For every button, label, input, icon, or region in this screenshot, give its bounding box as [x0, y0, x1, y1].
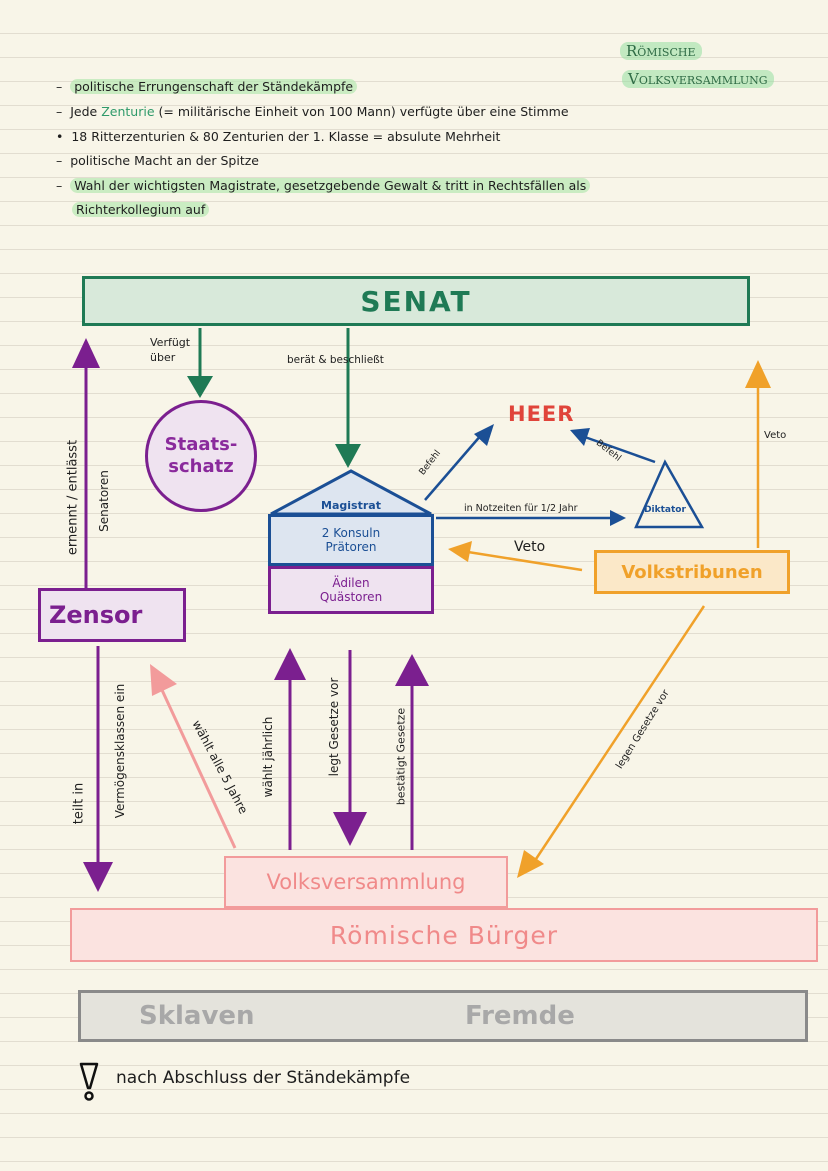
quaestoren-label: Quästoren [319, 590, 383, 604]
arrowhead-diktator [610, 510, 626, 526]
staatsschatz-label-2: schatz [168, 456, 234, 477]
sklaven-fremde-box: Sklaven Fremde [78, 990, 808, 1042]
heer-label: HEER [508, 402, 575, 426]
fremde-label: Fremde [465, 1001, 575, 1031]
volksversammlung-label: Volksversammlung [266, 870, 466, 894]
label-beraet: berät & beschließt [287, 354, 384, 366]
konsuln-label: 2 Konsuln [321, 526, 381, 540]
arrowhead-waehlt-jaehrlich [274, 648, 306, 680]
senat-box: SENAT [82, 276, 750, 326]
diktator-label: Diktator [644, 505, 686, 515]
arrowhead-tribunen-volksversammlung [517, 850, 544, 878]
note-4: – politische Macht an der Spitze [56, 153, 259, 168]
note-6-text: Richterkollegium auf [72, 202, 210, 217]
arrowhead-magistrat [335, 444, 361, 468]
konsuln-praetoren-box: 2 Konsuln Prätoren [268, 514, 434, 566]
arrowhead-bestaetigt [395, 654, 429, 686]
roemische-buerger-box: Römische Bürger [70, 908, 818, 962]
label-waehlt-jaehrlich: wählt jährlich [261, 716, 275, 798]
note-2-c: (= militärische Einheit von 100 Mann) ve… [158, 104, 569, 119]
zensor-box: Zensor [38, 588, 186, 642]
arrowhead-heer-left [474, 424, 494, 446]
arrow-magistrat-heer [424, 433, 483, 501]
label-teilt-in: teilt in [71, 782, 87, 825]
magistrat-label: Magistrat [321, 499, 381, 512]
arrow-tribunen-volksversammlung [532, 605, 706, 863]
arrow-waehlt-5 [160, 689, 237, 849]
note-5-text: Wahl der wichtigsten Magistrate, gesetzg… [70, 178, 591, 193]
exclamation-icon [79, 1062, 99, 1101]
note-2: – Jede Zenturie (= militärische Einheit … [56, 104, 569, 119]
label-bestaetigt: bestätigt Gesetze [394, 707, 408, 806]
staatsschatz-label-1: Staats- [164, 434, 238, 455]
aedilen-quaestoren-box: Ädilen Quästoren [268, 566, 434, 614]
volkstribunen-box: Volkstribunen [594, 550, 790, 594]
label-verfuegt-1: Verfügt [150, 336, 191, 349]
arrowhead-zensor-vermoegen [83, 862, 113, 892]
label-veto-mid: Veto [514, 539, 546, 555]
arrowhead-legt-gesetze [333, 812, 367, 846]
label-ernennt: ernennt / entlässt [65, 439, 81, 556]
aedilen-label: Ädilen [332, 576, 370, 590]
zensor-label: Zensor [49, 601, 143, 629]
staatsschatz-circle: Staats- schatz [145, 400, 257, 512]
label-vermoegensklassen: Vermögensklassen ein [113, 683, 127, 819]
arrowhead-veto-magistrat [448, 541, 472, 562]
label-veto-right: Veto [764, 430, 787, 441]
label-notzeiten: in Notzeiten für 1/2 Jahr [464, 503, 578, 514]
arrowhead-waehlt-5 [150, 664, 177, 696]
footer-note: nach Abschluss der Ständekämpfe [116, 1068, 411, 1088]
arrow-veto-magistrat [467, 550, 583, 572]
title-line-1: Römische [620, 42, 702, 60]
sklaven-label: Sklaven [139, 1001, 255, 1031]
note-5: – Wahl der wichtigsten Magistrate, geset… [56, 178, 591, 193]
arrow-diktator-heer [581, 434, 656, 464]
label-verfuegt-2: über [150, 351, 176, 364]
note-4-text: politische Macht an der Spitze [70, 153, 259, 168]
volksversammlung-box: Volksversammlung [224, 856, 508, 908]
note-3-text: 18 Ritterzenturien & 80 Zenturien der 1.… [71, 129, 501, 144]
arrowhead-veto-senat [745, 360, 771, 388]
note-2-a: Jede [70, 104, 98, 119]
arrowhead-heer-right [570, 428, 590, 446]
arrowhead-zensor-senat [72, 338, 100, 368]
label-legt-gesetze: legt Gesetze vor [327, 677, 341, 777]
note-1-text: politische Errungenschaft der Ständekämp… [70, 79, 358, 94]
arrowhead-staatsschatz [187, 376, 213, 398]
note-1: – politische Errungenschaft der Ständekä… [56, 79, 358, 94]
volkstribunen-label: Volkstribunen [621, 561, 763, 583]
note-2-zenturie: Zenturie [101, 104, 155, 119]
senat-label: SENAT [360, 284, 472, 318]
roemische-buerger-label: Römische Bürger [329, 920, 559, 950]
label-senatoren: Senatoren [97, 470, 111, 532]
title-line-2: Volksversammlung [622, 70, 774, 88]
note-6: Richterkollegium auf [72, 202, 210, 217]
praetoren-label: Prätoren [325, 540, 377, 554]
note-3: • 18 Ritterzenturien & 80 Zenturien der … [56, 129, 501, 144]
diktator-triangle [634, 459, 705, 529]
